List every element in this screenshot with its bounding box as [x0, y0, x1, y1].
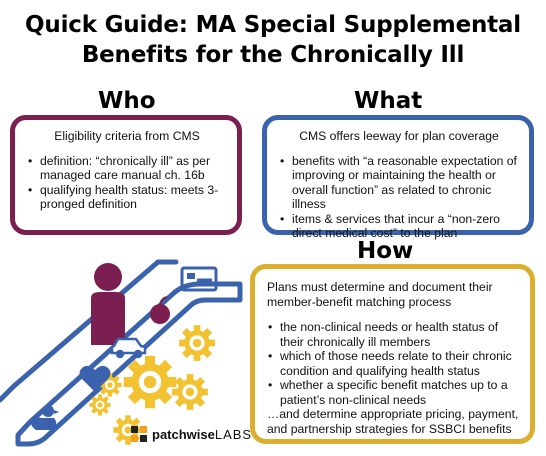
what-bullet-2: items & services that incur a “non-zero …: [279, 212, 519, 241]
escalator-icon: [0, 259, 243, 447]
page-title: Quick Guide: MA Special Supplemental Ben…: [0, 10, 546, 70]
what-heading: What: [354, 88, 423, 114]
who-box-title: Eligibility criteria from CMS: [54, 129, 200, 143]
how-tail-text: …and determine appropriate pricing, paym…: [267, 407, 519, 436]
how-box-title: Plans must determine and document their …: [267, 280, 493, 309]
apple-icon: [150, 296, 170, 324]
car-icon: [110, 337, 147, 359]
who-bullet-list: definition: “chronically ill” as per man…: [27, 154, 227, 212]
how-bullet-1: the non-clinical needs or health status …: [267, 320, 520, 349]
how-bullet-3: whether a specific benefit matches up to…: [267, 378, 520, 407]
heart-icon: [79, 365, 111, 392]
patchwise-logo: patchwiseLABS: [130, 425, 252, 443]
who-bullet-1: definition: “chronically ill” as per man…: [27, 154, 227, 183]
how-box: Plans must determine and document their …: [250, 264, 535, 444]
who-heading: Who: [98, 88, 156, 114]
what-bullet-list: benefits with “a reasonable expectation …: [279, 154, 519, 241]
logo-brand: patchwise: [152, 426, 215, 442]
person-icon: [91, 263, 125, 345]
logo-wordmark: patchwiseLABS: [152, 427, 252, 442]
who-bullet-2: qualifying health status: meets 3-pronge…: [27, 183, 227, 212]
patchwise-logo-icon: [131, 426, 147, 442]
title-line-2: Benefits for the Chronically Ill: [81, 42, 465, 68]
bed-icon: [180, 266, 218, 292]
what-bullet-1: benefits with “a reasonable expectation …: [279, 154, 519, 212]
duck-icon: [30, 405, 59, 430]
who-box: Eligibility criteria from CMS definition…: [10, 115, 242, 235]
how-bullet-2: which of those needs relate to their chr…: [267, 349, 520, 378]
how-bullet-list: the non-clinical needs or health status …: [267, 320, 520, 407]
how-heading: How: [357, 238, 414, 264]
what-box: CMS offers leeway for plan coverage bene…: [262, 115, 534, 240]
what-box-title: CMS offers leeway for plan coverage: [299, 129, 499, 143]
title-line-1: Quick Guide: MA Special Supplemental: [25, 12, 521, 38]
logo-suffix: LABS: [214, 426, 253, 442]
escalator-illustration: [0, 259, 243, 447]
